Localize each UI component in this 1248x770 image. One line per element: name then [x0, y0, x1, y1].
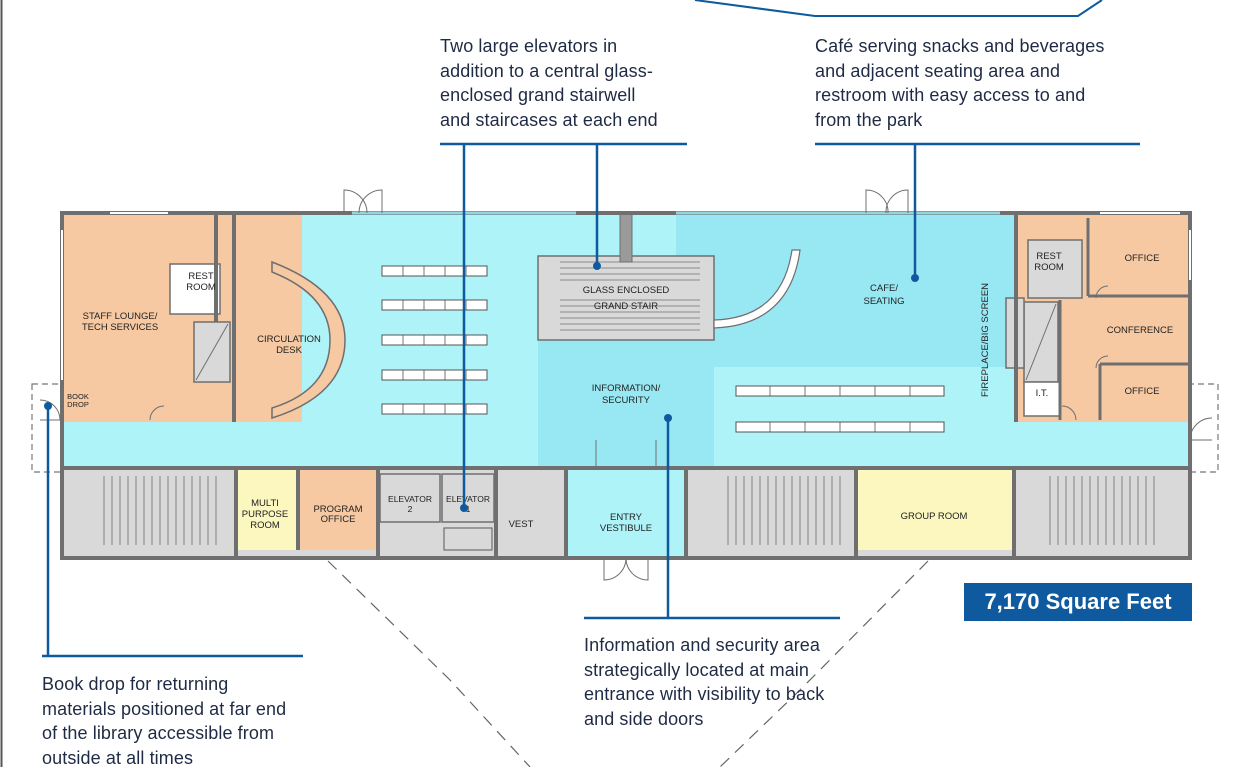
label-office-top: OFFICE	[1125, 253, 1160, 264]
label-multi-room: ROOM	[250, 520, 280, 531]
entry-vestibule	[566, 470, 686, 558]
label-staff-lounge: STAFF LOUNGE/	[83, 311, 158, 322]
top-leader-line	[694, 0, 1103, 17]
label-multi: MULTI	[251, 498, 279, 509]
leader-dot-cafe	[911, 274, 919, 282]
callout-elevators: Two large elevators in addition to a cen…	[440, 36, 658, 130]
label-elevator-1: ELEVATOR	[446, 494, 490, 504]
square-feet-badge: 7,170 Square Feet	[964, 583, 1192, 621]
label-circulation: CIRCULATION	[257, 334, 321, 345]
label-entry-vestibule: VESTIBULE	[600, 523, 652, 534]
door-swings	[39, 189, 1213, 581]
label-book-drop: BOOK	[67, 392, 89, 401]
callout-book-drop: Book drop for returning materials positi…	[42, 674, 287, 768]
group-room	[856, 470, 1012, 550]
label-security: SECURITY	[602, 395, 651, 406]
label-grand-stair: GRAND STAIR	[594, 301, 658, 312]
label-circulation-desk: DESK	[276, 345, 303, 356]
label-elevator-2-num: 2	[408, 504, 413, 514]
label-elevator-2: ELEVATOR	[388, 494, 432, 504]
label-rest-room-left-2: ROOM	[186, 282, 216, 293]
label-fireplace: FIREPLACE/BIG SCREEN	[980, 283, 991, 397]
cafe-seating-zone	[676, 213, 1016, 367]
label-book-drop-2: DROP	[67, 400, 89, 409]
leader-dot-info	[664, 414, 672, 422]
circulation-desk	[271, 260, 346, 420]
entrance-wedge	[327, 560, 929, 767]
label-it: I.T.	[1036, 388, 1049, 399]
label-office-bottom: OFFICE	[1125, 386, 1160, 397]
label-seating: SEATING	[864, 296, 905, 307]
label-group-room: GROUP ROOM	[901, 511, 968, 522]
grand-stair	[537, 255, 715, 341]
label-information: INFORMATION/	[592, 383, 661, 394]
label-program-office: OFFICE	[321, 514, 356, 525]
label-purpose: PURPOSE	[242, 509, 288, 520]
label-program: PROGRAM	[313, 504, 362, 515]
label-rest-room-right: REST	[1036, 251, 1062, 262]
program-office	[298, 470, 378, 550]
label-entry: ENTRY	[610, 512, 643, 523]
label-glass-enclosed: GLASS ENCLOSED	[583, 285, 670, 296]
multi-purpose-room	[236, 470, 296, 550]
leader-dot-bookdrop	[44, 402, 52, 410]
label-conference: CONFERENCE	[1107, 325, 1174, 336]
staff-lounge-room	[62, 213, 302, 422]
label-vest: VEST	[509, 519, 534, 530]
label-rest-room-left: REST	[188, 271, 214, 282]
leader-lines	[42, 142, 1140, 658]
leader-dot-stair	[593, 262, 601, 270]
callout-information-security: Information and security area strategica…	[584, 635, 825, 729]
label-cafe: CAFE/	[870, 283, 898, 294]
label-elevator-1-num: 1	[466, 504, 471, 514]
leader-dot-elevator	[460, 504, 468, 512]
callout-cafe: Café serving snacks and beverages and ad…	[815, 36, 1105, 130]
label-rest-room-right-2: ROOM	[1034, 262, 1064, 273]
label-tech-services: TECH SERVICES	[82, 322, 158, 333]
